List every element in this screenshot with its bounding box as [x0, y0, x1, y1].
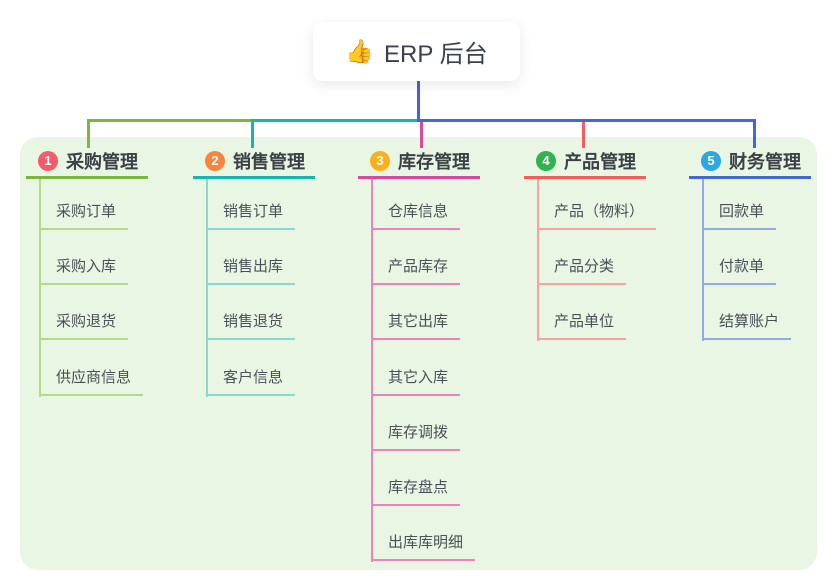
- branch-product: 4 产品管理 产品（物料） 产品分类 产品单位: [524, 148, 689, 341]
- branch-title: 库存管理: [398, 152, 470, 172]
- thumbs-up-icon: 👍: [345, 38, 375, 64]
- connector-drop-inventory: [420, 122, 423, 148]
- branch-number-badge: 5: [701, 151, 721, 171]
- branch-title: 销售管理: [233, 152, 305, 172]
- mindmap-item: 库存盘点: [371, 477, 461, 506]
- branch-spine: [537, 179, 539, 341]
- branch-number-badge: 1: [38, 151, 58, 171]
- mindmap-item: 结算账户: [702, 311, 792, 340]
- mindmap-item: 产品（物料）: [537, 201, 657, 230]
- mindmap-item: 其它入库: [371, 367, 461, 396]
- branch-number-badge: 4: [536, 151, 556, 171]
- branch-inventory: 3 库存管理 仓库信息 产品库存 其它出库 其它入库 库存调拨 库存盘点 出库库…: [358, 148, 523, 562]
- mindmap-item: 付款单: [702, 256, 777, 285]
- connector-drop-purchase: [87, 119, 90, 148]
- branch-purchase: 1 采购管理 采购订单 采购入库 采购退货 供应商信息: [26, 148, 191, 397]
- mindmap-item: 回款单: [702, 201, 777, 230]
- root-node: 👍 ERP 后台: [313, 22, 520, 81]
- mindmap-item: 仓库信息: [371, 201, 461, 230]
- branch-product-header: 4 产品管理: [524, 148, 646, 179]
- connector-bus-blue: [420, 119, 756, 122]
- mindmap-item: 产品单位: [537, 311, 627, 340]
- branch-spine: [39, 179, 41, 397]
- branch-sales-header: 2 销售管理: [193, 148, 315, 179]
- mindmap-item: 其它出库: [371, 311, 461, 340]
- connector-root: [417, 81, 420, 122]
- branch-spine: [702, 179, 704, 341]
- mindmap-item: 产品库存: [371, 256, 461, 285]
- branch-inventory-header: 3 库存管理: [358, 148, 480, 179]
- branch-number-badge: 3: [370, 151, 390, 171]
- branch-sales: 2 销售管理 销售订单 销售出库 销售退货 客户信息: [193, 148, 358, 397]
- mindmap-item: 采购订单: [39, 201, 129, 230]
- connector-drop-sales: [251, 119, 254, 148]
- mindmap-item: 出库库明细: [371, 532, 476, 561]
- connector-bus-teal: [253, 119, 420, 122]
- branch-spine: [206, 179, 208, 397]
- mindmap-item: 采购入库: [39, 256, 129, 285]
- mindmap-item: 库存调拨: [371, 422, 461, 451]
- mindmap-item: 销售出库: [206, 256, 296, 285]
- branch-title: 财务管理: [729, 152, 801, 172]
- branch-finance-header: 5 财务管理: [689, 148, 811, 179]
- branch-spine: [371, 179, 373, 562]
- root-title: ERP 后台: [384, 41, 488, 68]
- branch-finance: 5 财务管理 回款单 付款单 结算账户: [689, 148, 839, 341]
- mindmap-panel: [20, 137, 817, 570]
- mindmap-item: 采购退货: [39, 311, 129, 340]
- branch-title: 采购管理: [66, 152, 138, 172]
- connector-bus-green: [87, 119, 253, 122]
- branch-title: 产品管理: [564, 152, 636, 172]
- connector-drop-product: [582, 122, 585, 148]
- connector-drop-finance: [753, 119, 756, 148]
- mindmap-item: 客户信息: [206, 367, 296, 396]
- branch-purchase-header: 1 采购管理: [26, 148, 148, 179]
- mindmap-item: 供应商信息: [39, 367, 144, 396]
- mindmap-item: 销售退货: [206, 311, 296, 340]
- branch-number-badge: 2: [205, 151, 225, 171]
- mindmap-item: 产品分类: [537, 256, 627, 285]
- mindmap-item: 销售订单: [206, 201, 296, 230]
